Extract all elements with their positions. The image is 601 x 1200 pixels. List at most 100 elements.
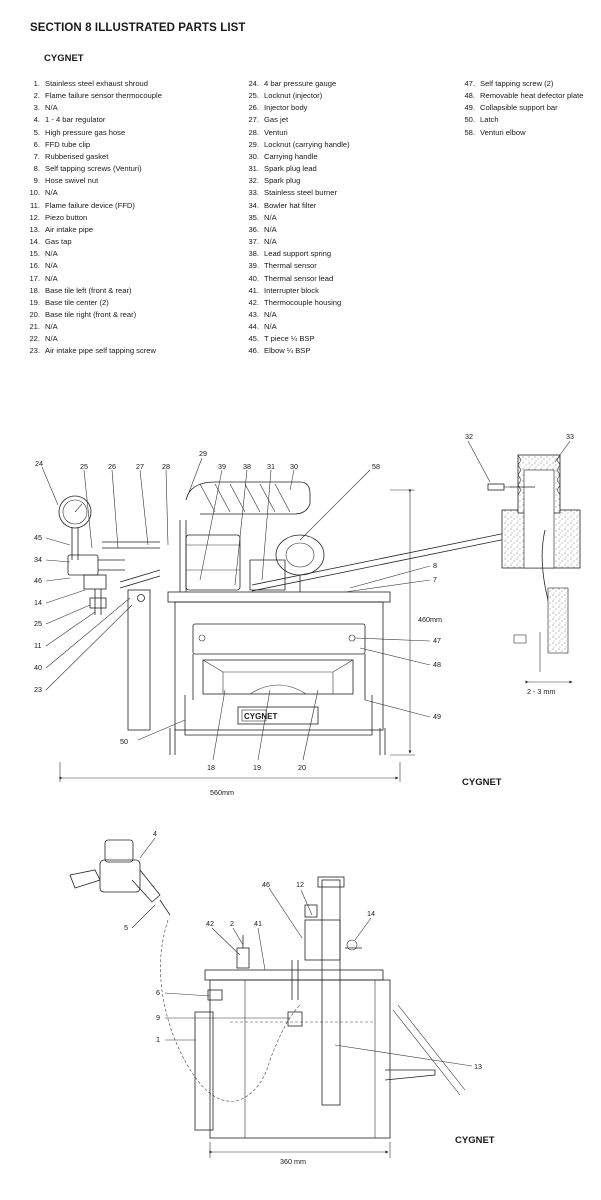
- part-number: 11.: [30, 200, 40, 210]
- callout-34: 34: [34, 555, 42, 564]
- part-row: 13.Air intake pipe: [21, 224, 162, 236]
- part-number: 15.: [29, 249, 40, 259]
- part-name: Stainless steel exhaust shroud: [45, 79, 148, 88]
- part-row: 6.FFD tube clip: [21, 139, 162, 151]
- part-number: 12.: [29, 212, 40, 222]
- part-row: 45.T piece ¼ BSP: [240, 333, 350, 345]
- part-row: 12.Piezo button: [21, 212, 162, 224]
- part-name: 1 - 4 bar regulator: [45, 115, 106, 125]
- callout-19: 19: [253, 763, 261, 772]
- part-number: 25.: [248, 91, 259, 101]
- callout-5: 5: [124, 923, 128, 932]
- part-row: 50.Latch: [456, 114, 583, 126]
- callout-42: 42: [206, 919, 214, 928]
- part-name: Flame failure sensor thermocouple: [45, 91, 162, 101]
- callout-11: 11: [34, 641, 41, 650]
- part-row: 21.N/A: [21, 321, 162, 333]
- part-row: 37.N/A: [240, 236, 350, 248]
- part-row: 16.N/A: [21, 260, 162, 272]
- part-number: 3.: [33, 103, 40, 113]
- part-number: 43.: [248, 309, 259, 319]
- part-name: Gas tap: [45, 237, 72, 247]
- part-name: Carrying handle: [264, 151, 318, 161]
- part-row: 3. N/A: [21, 102, 162, 114]
- part-number: 40.: [248, 273, 259, 283]
- part-number: 37.: [248, 237, 259, 247]
- part-row: 14. Gas tap: [21, 236, 162, 248]
- callout-38: 38: [243, 462, 251, 471]
- part-name: Thermal sensor: [264, 261, 317, 271]
- callout-49: 49: [433, 712, 441, 721]
- callout-46-side: 46: [262, 880, 270, 889]
- part-row: 22.N/A: [21, 333, 162, 345]
- callout-4: 4: [153, 829, 157, 838]
- part-row: 1. Stainless steel exhaust shroud: [21, 78, 162, 90]
- part-row: 39. Thermal sensor: [240, 260, 350, 272]
- part-name: Self tapping screws (Venturi): [45, 164, 142, 174]
- part-name: Interrupter block: [264, 285, 319, 295]
- part-name: N/A: [45, 249, 58, 259]
- part-name: N/A: [45, 273, 58, 283]
- part-number: 27.: [248, 115, 259, 125]
- part-row: 43.N/A: [240, 309, 350, 321]
- callout-46: 46: [34, 576, 42, 585]
- part-name: High pressure gas hose: [45, 127, 126, 137]
- part-number: 49.: [464, 103, 475, 113]
- part-number: 20.: [29, 309, 40, 319]
- part-name: Thermal sensor lead: [264, 273, 334, 283]
- part-number: 26.: [248, 103, 259, 113]
- side-view-caption: CYGNET: [455, 1135, 495, 1146]
- part-number: 5.: [33, 127, 40, 137]
- part-number: 7.: [33, 151, 40, 161]
- part-number: 47.: [464, 79, 475, 88]
- part-number: 50.: [464, 115, 475, 125]
- part-number: 18.: [29, 285, 40, 295]
- part-row: 48.Removable heat defector plate: [456, 90, 583, 102]
- callout-14: 14: [34, 598, 42, 607]
- part-number: 14.: [29, 237, 40, 247]
- part-number: 16.: [29, 261, 40, 271]
- part-name: Base tile left (front & rear): [45, 285, 132, 295]
- part-number: 42.: [248, 297, 259, 307]
- callout-29: 29: [199, 449, 207, 458]
- part-name: Self tapping screw (2): [480, 79, 554, 88]
- part-number: 4.: [33, 115, 40, 125]
- part-name: Base tile right (front & rear): [45, 309, 137, 319]
- callout-31: 31: [267, 462, 275, 471]
- part-row: 23.Air intake pipe self tapping screw: [21, 345, 162, 357]
- parts-column-3: 47. Self tapping screw (2) 48.Removable he…: [456, 78, 583, 139]
- callout-23: 23: [34, 685, 42, 694]
- part-name: Air intake pipe self tapping screw: [45, 346, 157, 356]
- part-number: 39.: [248, 261, 259, 271]
- part-number: 38.: [248, 249, 259, 259]
- part-row: 58.Venturi elbow: [456, 127, 583, 139]
- part-row: 36.N/A: [240, 224, 350, 236]
- part-name: N/A: [45, 103, 58, 113]
- part-name: Locknut (injector): [264, 91, 323, 101]
- callout-30: 30: [290, 462, 298, 471]
- burner-detail-drawing: 32 33 2 - 3 mm: [465, 432, 581, 696]
- callout-50: 50: [120, 737, 128, 746]
- part-row: 5. High pressure gas hose: [21, 127, 162, 139]
- part-row: 17.N/A: [21, 273, 162, 285]
- part-row: 46.Elbow ¼ BSP: [240, 345, 350, 357]
- callout-20: 20: [298, 763, 306, 772]
- part-number: 10.: [29, 188, 40, 198]
- callout-24: 24: [35, 459, 43, 468]
- callout-25: 25: [80, 462, 88, 471]
- part-name: Elbow ¼ BSP: [264, 346, 311, 356]
- part-number: 24.: [248, 79, 259, 88]
- part-name: Hose swivel nut: [45, 176, 99, 186]
- part-number: 44.: [248, 322, 259, 332]
- part-number: 1.: [33, 79, 40, 88]
- part-row: 42.Thermocouple housing: [240, 297, 350, 309]
- height-dimension: 460mm: [418, 615, 442, 624]
- callout-32: 32: [465, 432, 473, 441]
- callout-1: 1: [156, 1035, 160, 1044]
- part-row: 47. Self tapping screw (2): [456, 78, 583, 90]
- callout-28: 28: [162, 462, 170, 471]
- part-number: 35.: [248, 212, 259, 222]
